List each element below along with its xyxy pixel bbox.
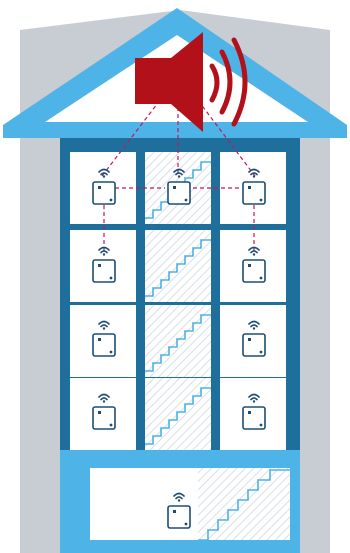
room-grid — [70, 152, 286, 450]
speaker-icon — [135, 32, 203, 132]
mesh-links — [101, 94, 256, 253]
sound-waves-icon — [209, 37, 248, 127]
ground-floor-stairs — [198, 468, 290, 541]
